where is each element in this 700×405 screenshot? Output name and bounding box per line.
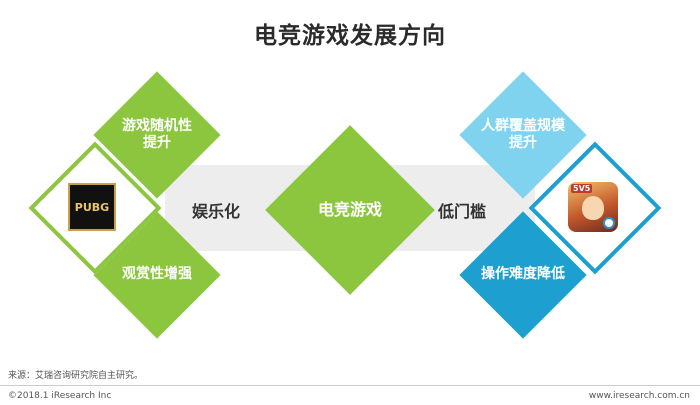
left-top-label: 游戏随机性 提升: [122, 117, 192, 152]
kings-logo-icon: 5V5: [568, 182, 618, 232]
page-title: 电竞游戏发展方向: [254, 23, 446, 49]
pubg-logo-text: PUBG: [74, 200, 110, 214]
pubg-logo-icon: PUBG: [68, 183, 116, 231]
source-note: 来源：艾瑞咨询研究院自主研究。: [8, 371, 144, 381]
website-url: www.iresearch.com.cn: [588, 391, 690, 401]
center-label: 电竞游戏: [317, 200, 382, 219]
kings-logo-badge: 5V5: [571, 184, 593, 193]
tencent-mark-icon: [603, 217, 615, 229]
right-top-label: 人群覆盖规模 提升: [481, 117, 565, 152]
right-band-label: 低门槛: [438, 202, 487, 221]
left-band-label: 娱乐化: [192, 202, 241, 221]
right-bottom-label: 操作难度降低: [481, 266, 565, 283]
footer-divider: [0, 385, 700, 386]
left-bottom-label: 观赏性增强: [122, 266, 192, 283]
copyright: ©2018.1 iResearch Inc: [8, 391, 112, 401]
kings-logo-face: [582, 196, 604, 220]
